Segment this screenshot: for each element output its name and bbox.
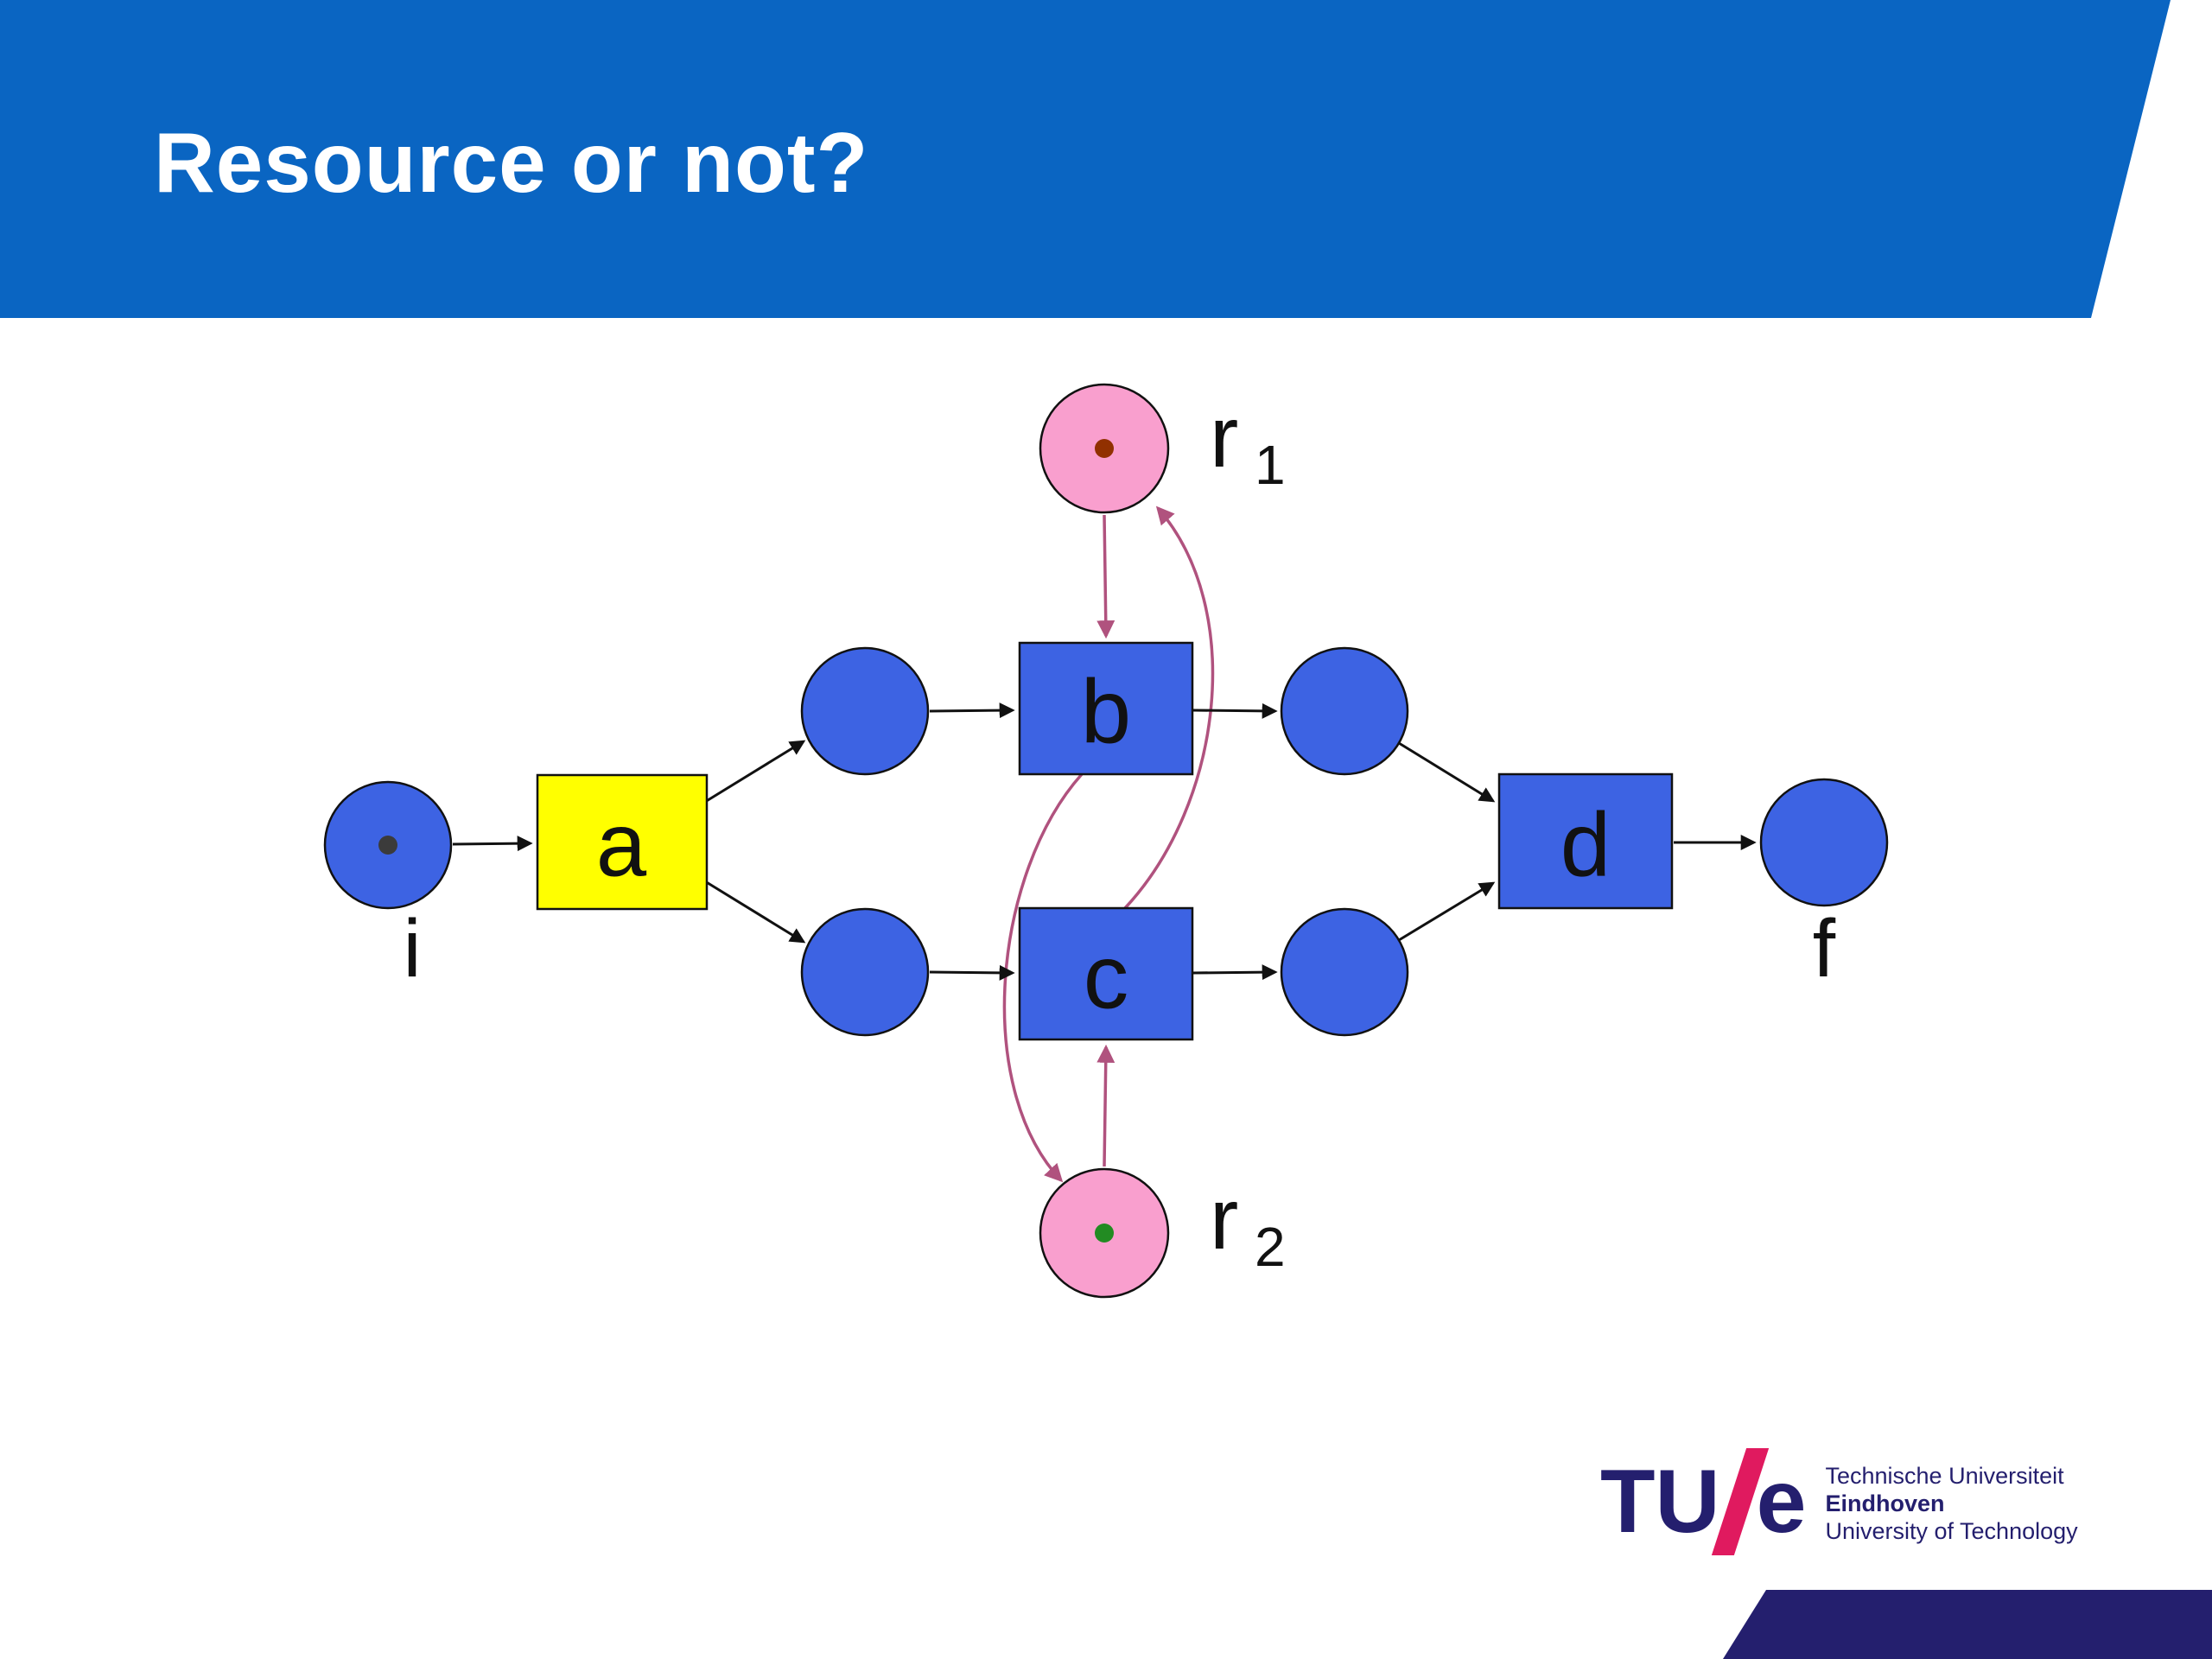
tue-logo-line1: Technische Universiteit	[1825, 1463, 2064, 1489]
arc-a-to-p1	[704, 740, 806, 804]
transition-a-label: a	[596, 795, 647, 896]
resource-r1-label-sub: 1	[1255, 434, 1286, 496]
token-i	[378, 836, 397, 855]
tue-logo-tu: TU	[1600, 1452, 1720, 1552]
arc-c-to-r1	[1123, 505, 1215, 910]
arc-p2-to-c	[929, 964, 1015, 981]
page-title: Resource or not?	[154, 115, 869, 210]
token-r1	[1095, 439, 1114, 458]
place-p1	[800, 646, 930, 776]
place-i-label: i	[403, 903, 421, 995]
arc-b-to-p3	[1192, 702, 1278, 719]
arc-c-to-p4	[1192, 964, 1278, 981]
transition-d-label: d	[1560, 795, 1611, 896]
tue-logo-glyphs: TU e	[1600, 1448, 1807, 1555]
transition-a	[536, 773, 709, 911]
resource-r1-label: r	[1210, 389, 1238, 486]
resource-r2-label: r	[1210, 1171, 1238, 1268]
arc-r1-to-b	[1096, 514, 1116, 639]
arc-p4-to-d	[1398, 881, 1496, 942]
tue-logo-e: e	[1756, 1452, 1807, 1552]
transition-c-label: c	[1084, 927, 1129, 1028]
tue-logo-line3: University of Technology	[1825, 1518, 2078, 1544]
place-f-label: f	[1813, 903, 1836, 995]
arc-p3-to-d	[1398, 741, 1496, 803]
place-f	[1759, 778, 1889, 907]
transition-b	[1018, 641, 1194, 776]
place-p2	[800, 907, 930, 1037]
footer-accent-bar	[1723, 1590, 2212, 1659]
tue-logo: TU e Technische Universiteit Eindhoven U…	[1600, 1448, 2078, 1555]
transition-b-label: b	[1081, 662, 1131, 763]
transition-d	[1497, 772, 1674, 910]
arc-a-to-p2	[704, 880, 806, 944]
arc-r2-to-c	[1096, 1044, 1116, 1167]
header-band	[0, 0, 2171, 318]
arc-i-to-a	[452, 836, 533, 852]
place-p4	[1280, 907, 1409, 1037]
tue-logo-text: Technische Universiteit Eindhoven Univer…	[1825, 1462, 2077, 1545]
resource-r2-label-sub: 2	[1255, 1216, 1286, 1278]
token-r2	[1095, 1224, 1114, 1243]
arc-p1-to-b	[929, 702, 1015, 719]
tue-logo-line2: Eindhoven	[1825, 1491, 1945, 1516]
place-p3	[1280, 646, 1409, 776]
transition-c	[1018, 906, 1194, 1041]
